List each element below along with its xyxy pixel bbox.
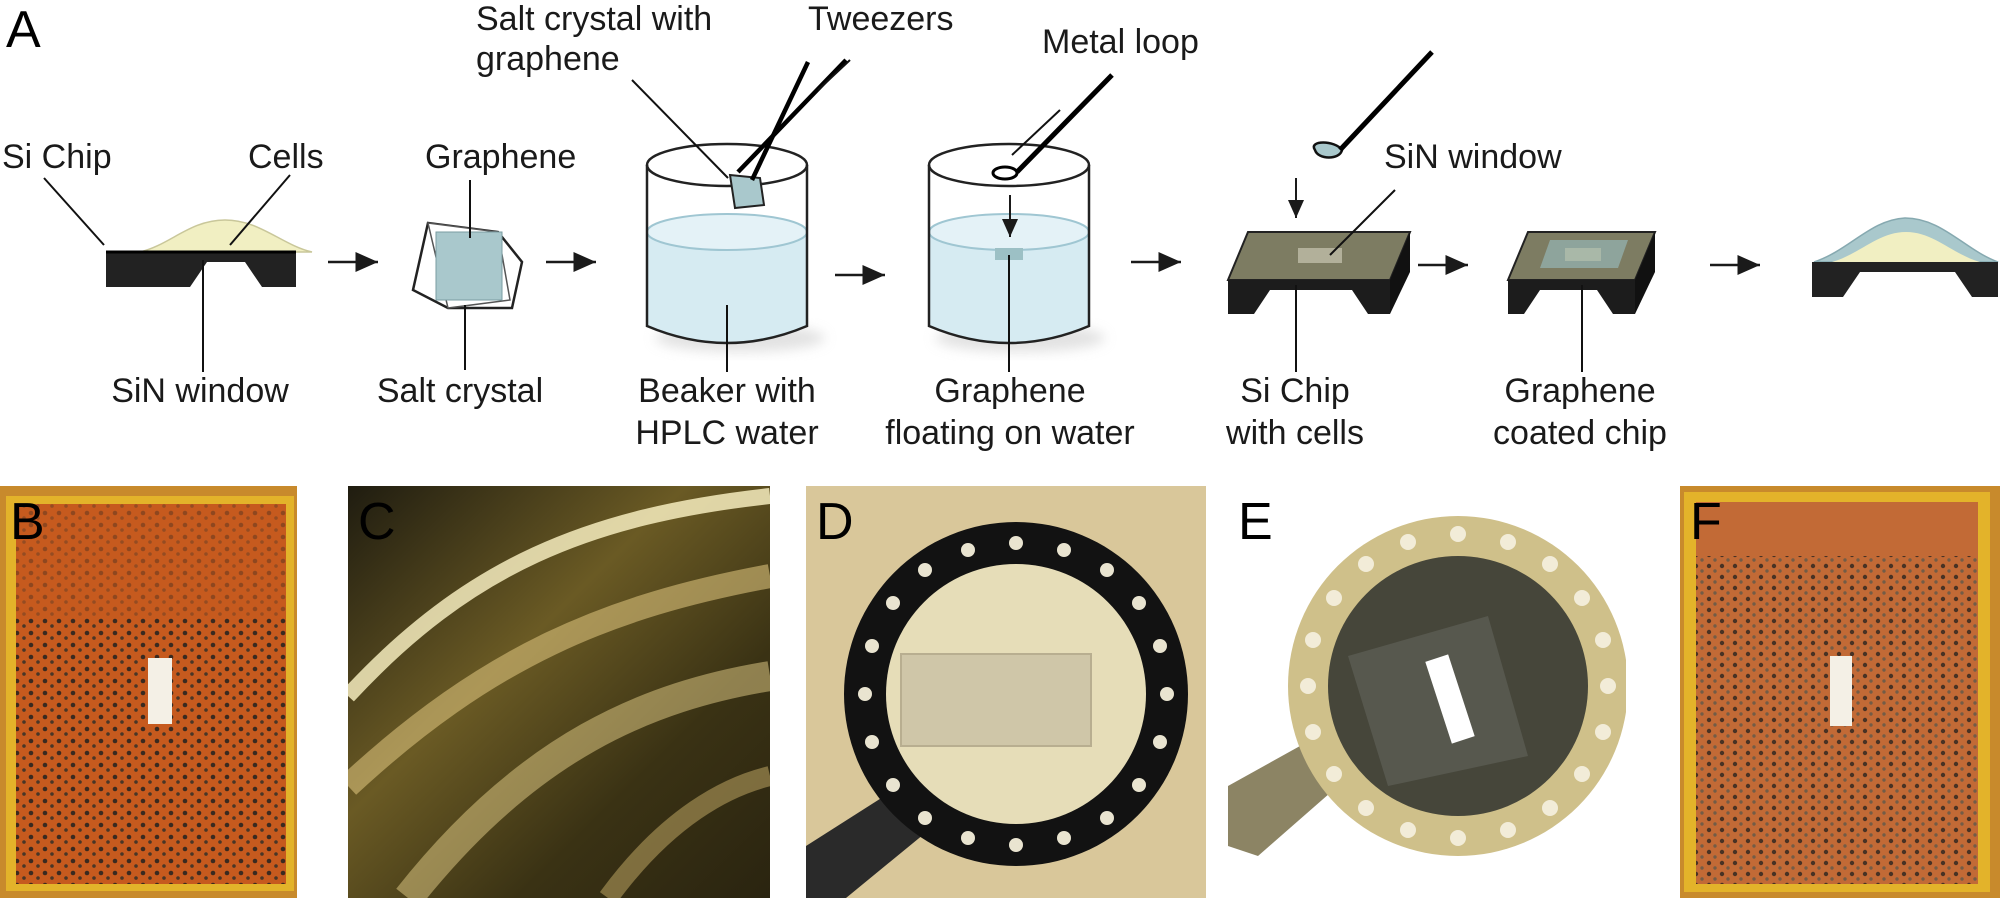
label-sin-window-2: SiN window: [1384, 138, 1562, 176]
label-graphene-coated-1: Graphene: [1504, 372, 1656, 410]
photo-b-si-chip: B: [0, 486, 297, 898]
photo-d-image: [806, 486, 1206, 898]
panel-letter-b: B: [10, 493, 45, 551]
label-sin-window-1: SiN window: [111, 372, 289, 410]
loop-holes-e: [1300, 526, 1616, 846]
photo-d-metal-loop: D: [806, 486, 1206, 898]
photo-e-image: [1228, 486, 1626, 898]
label-graphene-floating-1: Graphene: [934, 372, 1086, 410]
label-beaker-1: Beaker with: [638, 372, 816, 410]
label-graphene-floating-2: floating on water: [885, 414, 1135, 452]
beaker-with-tweezers: [631, 58, 851, 372]
photo-c-salt-crystal: C: [348, 486, 770, 898]
photo-f-image: [1680, 486, 2000, 898]
panel-letter-d: D: [816, 493, 854, 551]
graphene-coated-chip: [1506, 231, 1657, 372]
panel-letter-c: C: [358, 493, 396, 551]
label-tweezers: Tweezers: [808, 0, 954, 38]
label-graphene: Graphene: [425, 138, 577, 176]
photo-f-coated-chip: F: [1680, 486, 2000, 898]
label-si-chip-cells-2: with cells: [1226, 414, 1364, 452]
label-beaker-2: HPLC water: [635, 414, 819, 452]
schematic-diagram: [43, 50, 1999, 372]
photo-b-image: [0, 486, 297, 898]
label-graphene-coated-2: coated chip: [1493, 414, 1667, 452]
panel-letter-a: A: [6, 1, 41, 59]
photo-c-image: [348, 486, 770, 898]
salt-crystal-with-graphene: [411, 180, 524, 370]
label-metal-loop: Metal loop: [1042, 23, 1199, 61]
label-salt-crystal-with-graphene-1: Salt crystal with: [476, 0, 713, 38]
label-si-chip-cells-1: Si Chip: [1240, 372, 1350, 410]
panel-letter-f: F: [1690, 493, 1722, 551]
si-chip-with-cells: [1226, 50, 1434, 372]
si-chip-with-cells-start: [43, 174, 313, 372]
panel-letter-e: E: [1238, 493, 1273, 551]
label-salt-crystal: Salt crystal: [376, 372, 544, 410]
label-salt-crystal-with-graphene-2: graphene: [476, 40, 620, 78]
final-coated-chip: [1812, 217, 1999, 297]
label-cells: Cells: [248, 138, 324, 176]
label-si-chip: Si Chip: [2, 138, 112, 176]
photo-e-loop-on-chip: E: [1228, 486, 1626, 898]
beaker-with-metal-loop: [927, 73, 1114, 372]
loop-holes: [858, 536, 1174, 852]
